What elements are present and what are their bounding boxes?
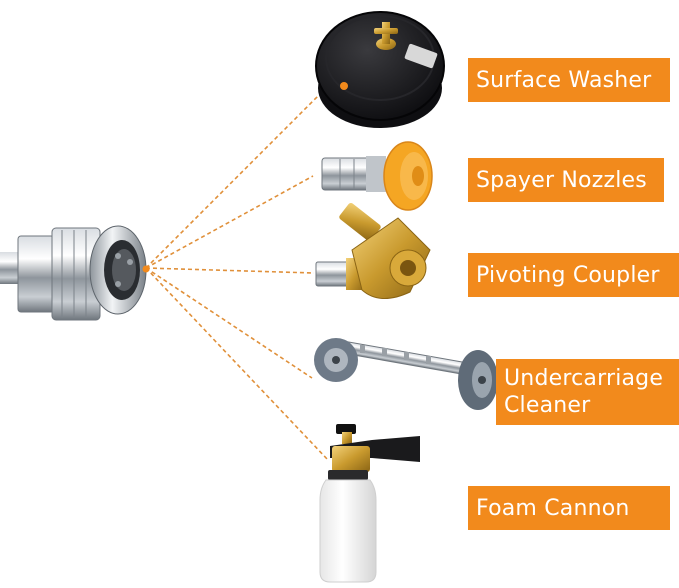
undercarriage-label-line-1: Undercarriage [504, 366, 664, 391]
leader-line-surface-washer [145, 95, 319, 269]
sprayer-nozzles-label: Spayer Nozzles [468, 158, 664, 202]
undercarriage-cleaner-label: Undercarriage Cleaner [496, 359, 679, 425]
sprayer-nozzles-label-text: Spayer Nozzles [476, 167, 647, 193]
leader-lines [145, 95, 329, 461]
leader-line-pivot [145, 267, 315, 274]
surface-washer-icon [315, 11, 445, 128]
surface-washer-label: Surface Washer [468, 58, 670, 102]
leader-line-foam [145, 267, 329, 461]
pivoting-coupler-icon [315, 203, 431, 299]
spray-nozzle-icon [321, 141, 433, 211]
leader-line-nozzles [145, 175, 314, 269]
pivoting-coupler-label-text: Pivoting Coupler [476, 262, 660, 288]
pivoting-coupler-label: Pivoting Coupler [468, 253, 679, 297]
undercarriage-cleaner-icon [314, 338, 498, 410]
leader-line-undercarriage [145, 267, 313, 379]
quick-connect-coupler-icon [0, 225, 150, 321]
surface-washer-label-text: Surface Washer [476, 67, 652, 93]
foam-cannon-icon [319, 424, 420, 583]
undercarriage-label-line-2: Cleaner [504, 393, 591, 418]
foam-cannon-label: Foam Cannon [468, 486, 670, 530]
foam-cannon-label-text: Foam Cannon [476, 495, 630, 521]
